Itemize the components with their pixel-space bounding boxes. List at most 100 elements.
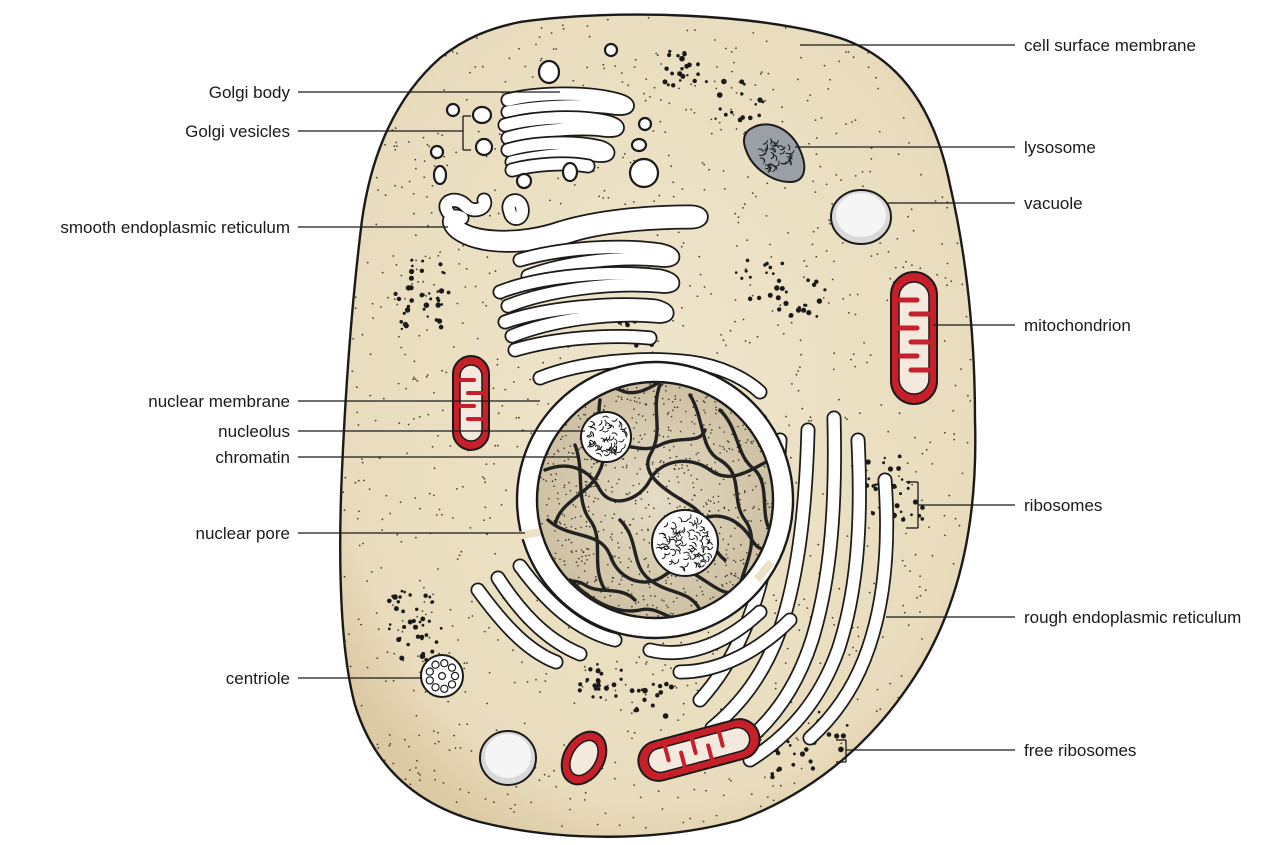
nucleoplasm-dot bbox=[633, 408, 635, 410]
nucleoplasm-dot bbox=[667, 577, 669, 579]
cytoplasm-dot bbox=[359, 791, 361, 793]
nucleoplasm-dot bbox=[723, 431, 725, 433]
ribosome-dot bbox=[748, 297, 752, 301]
cytoplasm-dot bbox=[482, 302, 484, 304]
cytoplasm-dot bbox=[413, 213, 415, 215]
nucleoplasm-dot bbox=[684, 591, 686, 593]
cytoplasm-dot bbox=[615, 668, 617, 670]
cytoplasm-dot bbox=[662, 670, 664, 672]
nucleoplasm-dot bbox=[727, 557, 729, 559]
nucleoplasm-dot bbox=[678, 468, 680, 470]
cytoplasm-dot bbox=[545, 673, 547, 675]
cytoplasm-dot bbox=[532, 76, 534, 78]
cytoplasm-dot bbox=[820, 662, 822, 664]
cytoplasm-dot bbox=[441, 134, 443, 136]
nucleoplasm-dot bbox=[713, 443, 715, 445]
cytoplasm-dot bbox=[448, 832, 450, 834]
vacuole bbox=[831, 190, 891, 244]
cytoplasm-dot bbox=[521, 661, 523, 663]
cytoplasm-dot bbox=[348, 34, 350, 36]
nucleoplasm-dot bbox=[627, 567, 629, 569]
nucleoplasm-dot bbox=[755, 486, 757, 488]
cytoplasm-dot bbox=[660, 99, 662, 101]
cytoplasm-dot bbox=[835, 174, 837, 176]
cytoplasm-dot bbox=[352, 338, 354, 340]
ribosome-dot bbox=[749, 276, 752, 279]
ribosome-dot bbox=[696, 63, 699, 66]
nucleoplasm-dot bbox=[557, 449, 559, 451]
cytoplasm-dot bbox=[494, 445, 496, 447]
ribosome-dot bbox=[594, 686, 598, 690]
ribosome-dot bbox=[614, 694, 617, 697]
cytoplasm-dot bbox=[563, 28, 565, 30]
cytoplasm-dot bbox=[428, 146, 430, 148]
nucleoplasm-dot bbox=[621, 399, 623, 401]
cytoplasm-dot bbox=[456, 53, 458, 55]
cytoplasm-dot bbox=[463, 668, 465, 670]
nucleoplasm-dot bbox=[641, 498, 643, 500]
cytoplasm-dot bbox=[971, 632, 973, 634]
cytoplasm-dot bbox=[376, 177, 378, 179]
nucleoplasm-dot bbox=[732, 449, 734, 451]
cytoplasm-dot bbox=[441, 514, 443, 516]
cytoplasm-dot bbox=[635, 59, 637, 61]
nucleoplasm-dot bbox=[771, 513, 773, 515]
cytoplasm-dot bbox=[551, 32, 553, 34]
cytoplasm-dot bbox=[822, 493, 824, 495]
cytoplasm-dot bbox=[385, 194, 387, 196]
nucleoplasm-dot bbox=[564, 447, 566, 449]
cytoplasm-dot bbox=[497, 445, 499, 447]
cytoplasm-dot bbox=[783, 333, 785, 335]
nucleoplasm-dot bbox=[595, 576, 597, 578]
cytoplasm-dot bbox=[645, 78, 647, 80]
ribosome-dot bbox=[746, 259, 750, 263]
nucleoplasm-dot bbox=[669, 457, 671, 459]
nucleoplasm-dot bbox=[600, 521, 602, 523]
cytoplasm-dot bbox=[355, 482, 357, 484]
cytoplasm-dot bbox=[734, 213, 736, 215]
nucleoplasm-dot bbox=[679, 387, 681, 389]
cytoplasm-dot bbox=[733, 62, 735, 64]
nucleoplasm-dot bbox=[627, 388, 629, 390]
cytoplasm-dot bbox=[505, 81, 507, 83]
nucleoplasm-dot bbox=[705, 397, 707, 399]
cytoplasm-dot bbox=[416, 380, 418, 382]
cytoplasm-dot bbox=[874, 48, 876, 50]
cytoplasm-dot bbox=[795, 482, 797, 484]
cytoplasm-dot bbox=[437, 133, 439, 135]
cytoplasm-dot bbox=[931, 463, 933, 465]
cytoplasm-dot bbox=[889, 278, 891, 280]
ribosome-dot bbox=[667, 83, 670, 86]
cytoplasm-dot bbox=[868, 527, 870, 529]
cytoplasm-dot bbox=[843, 773, 845, 775]
cytoplasm-dot bbox=[908, 142, 910, 144]
nucleoplasm-dot bbox=[621, 532, 623, 534]
ribosome-dot bbox=[439, 288, 444, 293]
nucleoplasm-dot bbox=[733, 560, 735, 562]
cytoplasm-dot bbox=[720, 129, 722, 131]
cytoplasm-dot bbox=[926, 449, 928, 451]
cytoplasm-dot bbox=[445, 55, 447, 57]
cytoplasm-dot bbox=[657, 54, 659, 56]
cytoplasm-dot bbox=[952, 410, 954, 412]
ribosome-dot bbox=[777, 307, 781, 311]
cytoplasm-dot bbox=[664, 131, 666, 133]
cytoplasm-dot bbox=[645, 100, 647, 102]
cytoplasm-dot bbox=[775, 682, 777, 684]
cytoplasm-dot bbox=[908, 624, 910, 626]
ribosome-dot bbox=[815, 315, 818, 318]
nucleoplasm-dot bbox=[538, 488, 540, 490]
nucleoplasm-dot bbox=[693, 433, 695, 435]
ribosome-dot bbox=[806, 310, 811, 315]
cytoplasm-dot bbox=[688, 836, 690, 838]
nucleoplasm-dot bbox=[713, 496, 715, 498]
nucleoplasm-dot bbox=[665, 582, 667, 584]
label-smooth-er: smooth endoplasmic reticulum bbox=[60, 218, 290, 237]
nucleoplasm-dot bbox=[564, 564, 566, 566]
cytoplasm-dot bbox=[920, 595, 922, 597]
cytoplasm-dot bbox=[808, 143, 810, 145]
cytoplasm-dot bbox=[512, 649, 514, 651]
nucleoplasm-dot bbox=[639, 574, 641, 576]
nucleoplasm-dot bbox=[771, 503, 773, 505]
